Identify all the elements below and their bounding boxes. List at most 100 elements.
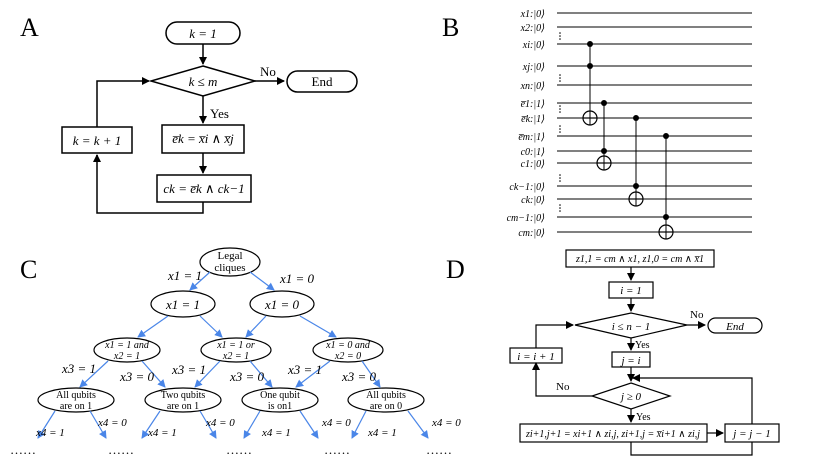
c-leaf-2 [144,387,222,413]
c-root-line1: Legal [217,250,242,262]
qubit-label: x1:|0⟩ [520,9,546,20]
c-leaf-1-line1: All qubits [56,390,96,401]
d-yes2-label: Yes [636,412,651,423]
c-node-rr [312,337,384,363]
c-edge-x3-0b: x3 = 0 [229,369,265,384]
c-ellipsis-3: …… [226,442,252,457]
ellipsis-dot [559,177,561,179]
c-leaf-2-line2: are on 1 [167,401,199,412]
d-end-label: End [725,321,744,333]
qubit-label: e̅k:|1⟩ [521,114,545,125]
decision-tree-c: Legal cliques x1 = 1 x1 = 0 x1 = 1 x1 = … [10,247,461,457]
c-ellipsis-1: …… [10,442,36,457]
c-node-right [249,290,315,318]
c-node-right-label: x1 = 0 [264,297,300,312]
c-node-left-label: x1 = 1 [165,297,200,312]
a-end-label: End [312,74,333,89]
qubit-label: cm:|0⟩ [518,228,545,239]
qubit-label: ck−1:|0⟩ [509,182,545,193]
d-i-init-label: i = 1 [620,285,641,297]
qubit-label: e̅1:|1⟩ [520,99,545,110]
c-edge-x3-0a: x3 = 0 [119,369,155,384]
qubit-label: xi:|0⟩ [522,40,545,51]
c-node-ll-line1: x1 = 1 and [104,340,150,351]
c-leaf-4-line1: All qubits [366,390,406,401]
c-root-node [199,247,261,277]
a-yes-label: Yes [210,106,229,121]
ellipsis-dot [559,128,561,130]
ellipsis-dot [559,125,561,127]
qubit-label: x2:|0⟩ [520,23,546,34]
c-node-rr-line1: x1 = 0 and [325,340,371,351]
c-edge-x3-1a: x3 = 1 [61,361,96,376]
qubit-label: xj:|0⟩ [522,62,545,73]
qubit-label: e̅m:|1⟩ [518,132,545,143]
ellipsis-dot [559,35,561,37]
d-update-label: zi+1,j+1 = xi+1 ∧ zi,j, zi+1,j = x̅i+1 ∧… [525,429,700,440]
d-cond1-label: i ≤ n − 1 [612,321,651,333]
c-node-lr-line2: x2 = 1 [222,351,249,362]
control-dot [601,100,607,106]
c-ellipsis-4: …… [324,442,350,457]
c-edge-x4-3: x4 = 1 [147,427,177,439]
a-step1-label: e̅k = x̅i ∧ x̅j [172,131,234,146]
c-leaf-4-line2: are on 0 [370,401,402,412]
panel-label-b: B [442,13,459,42]
c-node-ll [93,337,161,363]
control-dot [587,41,593,47]
control-dot [663,214,669,220]
d-end-node [707,317,763,334]
ellipsis-dot [559,174,561,176]
qubit-label: c1:|0⟩ [521,159,546,170]
flowchart-a [61,21,358,214]
ellipsis-dot [559,32,561,34]
a-decision-label: k ≤ m [189,74,218,89]
panel-label-a: A [20,13,39,42]
d-j-dec-label: j = j − 1 [731,428,770,440]
ellipsis-dot [559,77,561,79]
d-no1-label: No [690,309,704,321]
c-edge-x4-7: x4 = 1 [367,427,397,439]
ellipsis-dot [559,38,561,40]
c-leaf-3-line2: is on1 [268,401,292,412]
ellipsis-dot [559,105,561,107]
ellipsis-dot [559,207,561,209]
c-edge-x4-5: x4 = 1 [261,427,291,439]
qubit-label: c0:|1⟩ [521,147,546,158]
control-dot [601,148,607,154]
c-ellipsis-5: …… [426,442,452,457]
d-cond2-label: j ≥ 0 [619,391,642,403]
a-end-node [286,70,358,93]
c-node-lr-line1: x1 = 1 or [216,340,255,351]
c-leaf-1-line2: are on 1 [60,401,92,412]
control-dot [587,63,593,69]
c-edge-x4-4: x4 = 0 [205,417,235,429]
panel-label-c: C [20,255,37,284]
a-start-label: k = 1 [189,26,217,41]
c-edge-x4-2: x4 = 0 [97,417,127,429]
a-step2-node [156,174,252,203]
qubit-label: ck:|0⟩ [521,195,545,206]
c-edge-x3-1b: x3 = 1 [171,362,206,377]
c-edge-x3-0c: x3 = 0 [341,369,377,384]
ellipsis-dot [559,204,561,206]
c-leaf-1 [37,387,115,413]
quantum-circuit-b: x1:|0⟩x2:|0⟩xi:|0⟩xj:|0⟩xn:|0⟩e̅1:|1⟩e̅k… [507,9,752,240]
ellipsis-dot [559,131,561,133]
d-init-node [565,249,715,268]
d-yes1-label: Yes [635,340,650,351]
control-dot [633,183,639,189]
a-increment-label: k = k + 1 [73,133,122,148]
qubit-label: cm−1:|0⟩ [507,213,545,224]
ellipsis-dot [559,108,561,110]
c-node-left [150,290,216,318]
ellipsis-dot [559,111,561,113]
c-ellipsis-2: …… [108,442,134,457]
ellipsis-dot [559,74,561,76]
c-leaf-3 [241,387,319,413]
c-edge-x4-8: x4 = 0 [431,417,461,429]
c-edge-x1-0: x1 = 0 [279,271,315,286]
ellipsis-dot [559,210,561,212]
control-dot [633,115,639,121]
